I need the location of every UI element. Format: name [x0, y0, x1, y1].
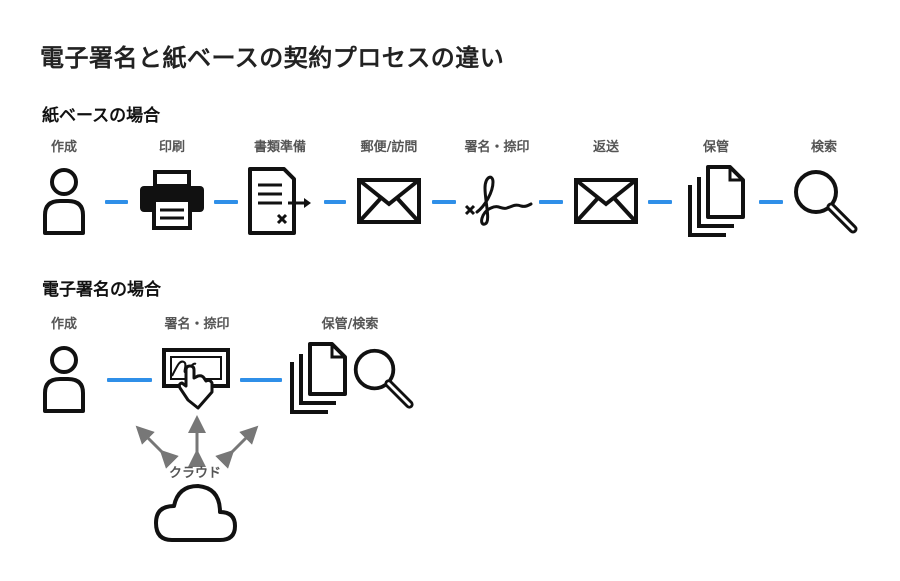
paper-step-label-create: 作成 — [50, 140, 77, 155]
document-prep-icon — [248, 167, 318, 235]
connector — [324, 200, 346, 204]
magnifier-icon — [351, 345, 415, 411]
signature-icon — [463, 172, 533, 228]
cloud-label: クラウド — [168, 466, 221, 481]
person-icon — [42, 344, 86, 414]
electronic-section-heading: 電子署名の場合 — [42, 280, 161, 300]
envelope-icon — [357, 178, 421, 224]
paper-step-label-prepare: 書類準備 — [253, 140, 306, 155]
printer-icon — [138, 170, 206, 230]
connector — [214, 200, 238, 204]
sync-arrows-icon — [135, 415, 260, 469]
magnifier-icon — [791, 167, 859, 235]
paper-step-label-sign: 署名・捺印 — [464, 140, 530, 155]
touch-sign-icon — [162, 348, 230, 410]
paper-step-label-search: 検索 — [810, 140, 837, 155]
connector — [432, 200, 456, 204]
documents-stack-icon — [688, 165, 746, 237]
connector — [107, 378, 152, 382]
connector — [759, 200, 783, 204]
paper-step-label-mail: 郵便/訪問 — [360, 140, 418, 155]
paper-step-label-print: 印刷 — [158, 140, 185, 155]
person-icon — [42, 166, 86, 236]
diagram-title: 電子署名と紙ベースの契約プロセスの違い — [40, 44, 505, 72]
electronic-step-label-create: 作成 — [50, 317, 77, 332]
paper-step-label-return: 返送 — [592, 140, 619, 155]
connector — [648, 200, 672, 204]
connector — [105, 200, 128, 204]
connector — [240, 378, 282, 382]
connector — [539, 200, 563, 204]
electronic-step-label-store-search: 保管/検索 — [321, 317, 379, 332]
paper-step-label-store: 保管 — [702, 140, 729, 155]
electronic-step-label-sign: 署名・捺印 — [164, 317, 230, 332]
envelope-icon — [574, 178, 638, 224]
documents-stack-icon — [290, 342, 348, 414]
paper-section-heading: 紙ベースの場合 — [42, 106, 161, 126]
cloud-icon — [152, 482, 238, 544]
